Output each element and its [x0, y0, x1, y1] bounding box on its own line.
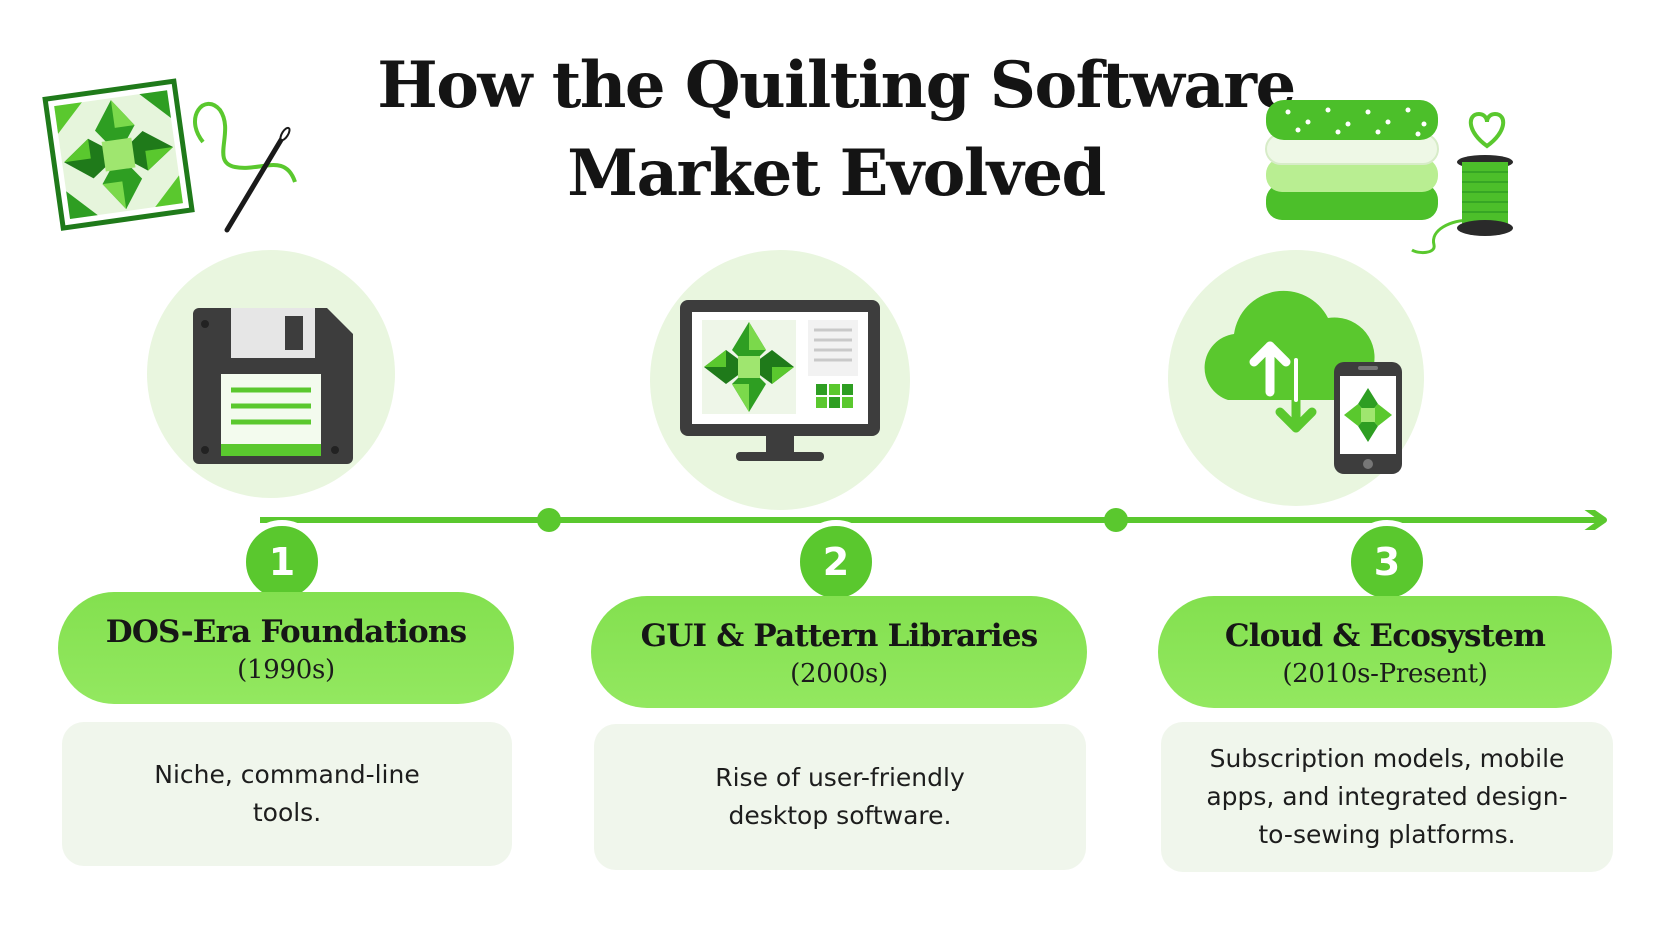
stage-title: DOS-Era Foundations — [105, 614, 467, 650]
thread-spool-icon — [1411, 155, 1513, 255]
step-number: 1 — [240, 520, 324, 604]
stage-3-description-card: Subscription models, mobile apps, and in… — [1161, 722, 1613, 872]
fabric-stack-icon — [1265, 100, 1439, 220]
timeline-axis — [260, 510, 1607, 530]
heart-icon — [1468, 111, 1506, 149]
stage-title: GUI & Pattern Libraries — [640, 618, 1039, 654]
stage-3-illustration — [1168, 250, 1424, 506]
page-title-line-2: Market Evolved — [567, 136, 1106, 211]
stage-period: (2000s) — [790, 659, 888, 689]
stage-period: (2010s-Present) — [1282, 659, 1488, 689]
timeline-dot — [1104, 508, 1128, 532]
step-number: 2 — [794, 520, 878, 604]
stage-description: Subscription models, mobile apps, and in… — [1206, 744, 1568, 849]
page-title-line-1: How the Quilting Software — [377, 48, 1296, 123]
floppy-disk-icon — [193, 308, 353, 464]
stage-description: Niche, command-line tools. — [154, 760, 420, 827]
quilt-block-icon — [42, 78, 195, 231]
page-title: How the Quilting Software Market Evolved — [300, 42, 1372, 218]
desktop-monitor-icon — [680, 300, 880, 461]
needle-thread-icon — [193, 102, 297, 233]
stage-description: Rise of user-friendly desktop software. — [715, 763, 965, 830]
stage-1-description-card: Niche, command-line tools. — [62, 722, 512, 866]
stage-2-description-card: Rise of user-friendly desktop software. — [594, 724, 1086, 870]
stage-2-pill: GUI & Pattern Libraries (2000s) — [591, 596, 1087, 708]
step-number: 3 — [1345, 520, 1429, 604]
smartphone-icon — [1334, 362, 1402, 474]
stage-1-pill: DOS-Era Foundations (1990s) — [58, 592, 514, 704]
stage-1-illustration — [147, 250, 395, 498]
stage-period: (1990s) — [237, 655, 335, 685]
stage-3-pill: Cloud & Ecosystem (2010s-Present) — [1158, 596, 1612, 708]
stage-2-illustration — [650, 250, 910, 510]
stage-title: Cloud & Ecosystem — [1224, 618, 1546, 654]
timeline-dot — [537, 508, 561, 532]
